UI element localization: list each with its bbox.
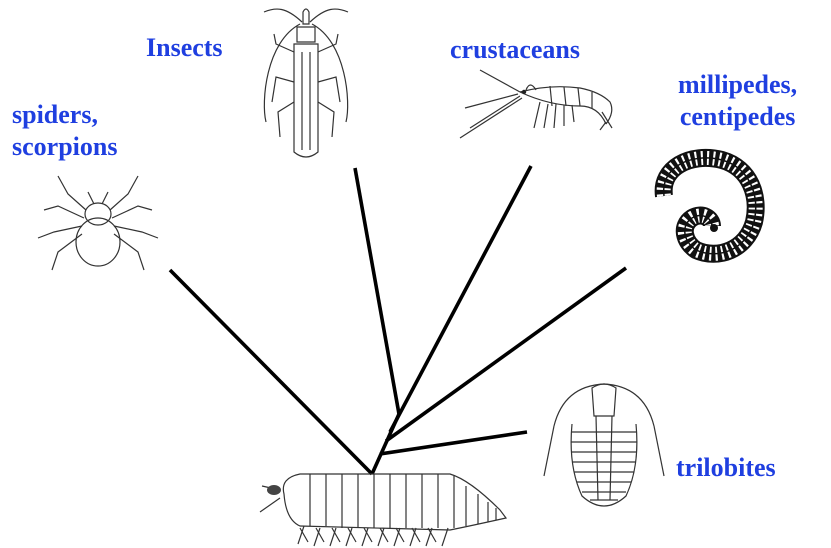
label-crustaceans: crustaceans <box>450 34 580 66</box>
branch-millipedes <box>386 268 626 441</box>
trilobite-illustration <box>544 384 664 506</box>
branch-trunk <box>372 414 399 474</box>
branch-insects <box>355 168 399 414</box>
label-spiders-scorpions: spiders, scorpions <box>12 99 117 163</box>
ancestral-arthropod-illustration <box>260 474 506 546</box>
label-spiders-line1: spiders, <box>12 99 117 131</box>
label-millipedes-centipedes: millipedes, centipedes <box>678 69 797 133</box>
branch-crustaceans <box>390 166 531 432</box>
label-spiders-line2: scorpions <box>12 131 117 163</box>
label-millipedes-line2: centipedes <box>678 101 797 133</box>
tree-branches <box>170 166 626 474</box>
beetle-illustration <box>264 9 348 157</box>
label-insects: Insects <box>146 32 223 64</box>
millipede-illustration <box>664 158 756 254</box>
branch-spiders <box>170 270 372 474</box>
spider-illustration <box>38 176 158 270</box>
label-millipedes-line1: millipedes, <box>678 69 797 101</box>
label-trilobites: trilobites <box>676 452 776 484</box>
shrimp-illustration <box>460 70 612 138</box>
branch-trilobites <box>380 432 527 454</box>
